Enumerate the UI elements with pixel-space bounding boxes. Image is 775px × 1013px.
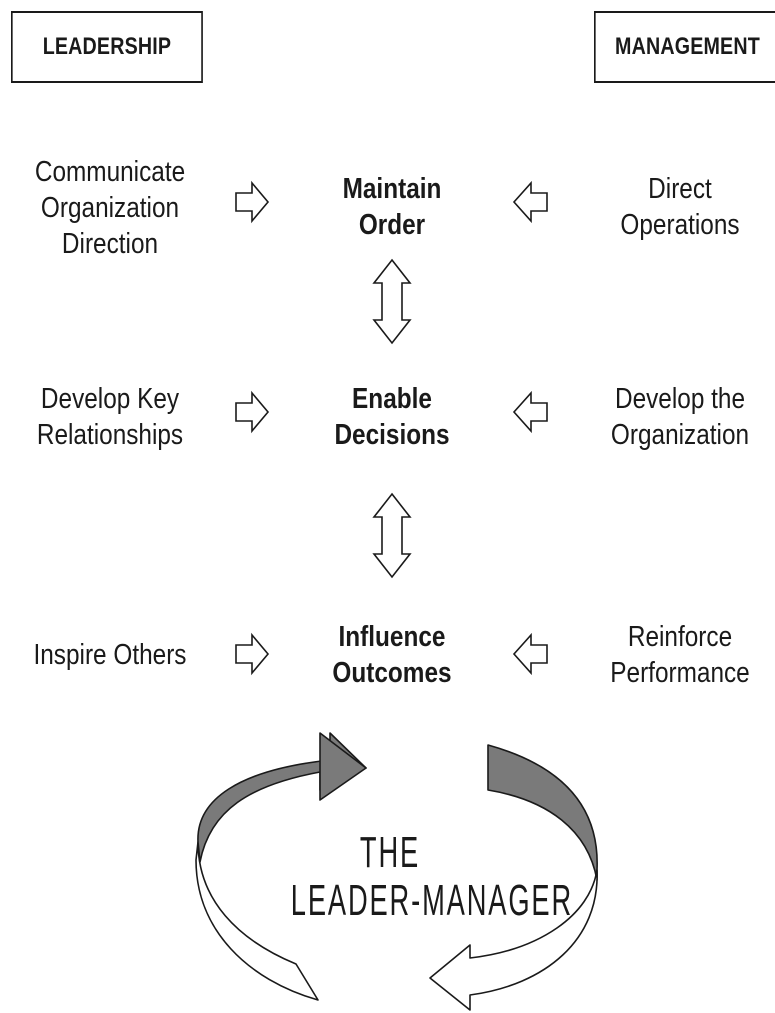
arrow-right-icon	[235, 632, 270, 676]
leadership-header-label: LEADERSHIP	[42, 33, 172, 60]
cycle-label: THE LEADER-MANAGER	[290, 828, 574, 925]
double-arrow-vertical-icon	[372, 258, 412, 345]
arrow-left-icon	[512, 632, 548, 676]
leadership-item-communicate: Communicate Organization Direction	[34, 156, 186, 260]
center-step-maintain-order: Maintain Order	[342, 173, 442, 241]
center-step-influence-outcomes: Influence Outcomes	[332, 621, 452, 689]
double-arrow-vertical-icon	[372, 492, 412, 579]
leadership-header: LEADERSHIP	[11, 11, 203, 83]
arrow-left-icon	[512, 180, 548, 224]
management-header-label: MANAGEMENT	[615, 33, 760, 60]
cycle-arrow-top-icon	[319, 732, 367, 801]
management-header: MANAGEMENT	[594, 11, 775, 83]
cycle-band-right	[429, 869, 598, 1011]
management-item-develop-organization: Develop the Organization	[610, 383, 750, 451]
leadership-item-develop-relationships: Develop Key Relationships	[36, 383, 184, 451]
cycle-band-left	[195, 841, 319, 1001]
arrow-right-icon	[235, 180, 270, 224]
management-item-reinforce-performance: Reinforce Performance	[610, 621, 750, 689]
center-step-enable-decisions: Enable Decisions	[334, 383, 450, 451]
cycle-face-right	[487, 744, 598, 881]
leadership-item-inspire: Inspire Others	[33, 639, 187, 671]
arrow-right-icon	[235, 390, 270, 434]
management-item-direct-operations: Direct Operations	[620, 173, 740, 241]
arrow-left-icon	[512, 390, 548, 434]
